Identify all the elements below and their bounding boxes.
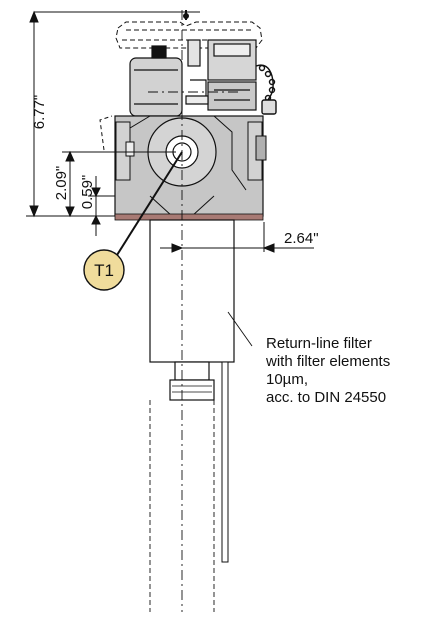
dimension-port-height-label: 2.09": [53, 166, 70, 201]
filter-bowl: [149, 219, 235, 363]
dimension-flange-height: [88, 176, 115, 236]
flange-strip: [114, 213, 264, 221]
cap-chain: [255, 64, 277, 115]
dimension-overall-height-label: 6.77": [31, 95, 48, 130]
filter-description: Return-line filter with filter elements …: [265, 335, 390, 406]
solenoid-module: [129, 45, 183, 117]
manual-override-lever: [185, 79, 209, 105]
filter-description-line-3: 10µm,: [266, 371, 308, 388]
filter-callout-leader: [227, 311, 253, 347]
port-t1-label: T1: [94, 261, 114, 280]
dimension-flange-height-label: 0.59": [79, 175, 96, 210]
filter-description-line-4: acc. to DIN 24550: [266, 389, 386, 406]
dimension-port-height: [62, 150, 176, 218]
filter-element-hidden-lines: [149, 400, 215, 612]
filter-description-line-1: Return-line filter: [266, 335, 372, 352]
dimension-filter-offset: [160, 222, 314, 253]
port-t1-badge: [83, 249, 125, 291]
centerlines: [148, 10, 240, 612]
port-t1-leader: [116, 151, 183, 256]
filter-description-line-2: with filter elements: [265, 353, 390, 370]
filter-drain-plug: [169, 361, 215, 401]
dimension-filter-offset-label: 2.64": [284, 230, 319, 247]
connector-block: [187, 39, 257, 111]
dimension-overall-height: [26, 10, 200, 218]
level-indicator-rod: [221, 361, 229, 563]
